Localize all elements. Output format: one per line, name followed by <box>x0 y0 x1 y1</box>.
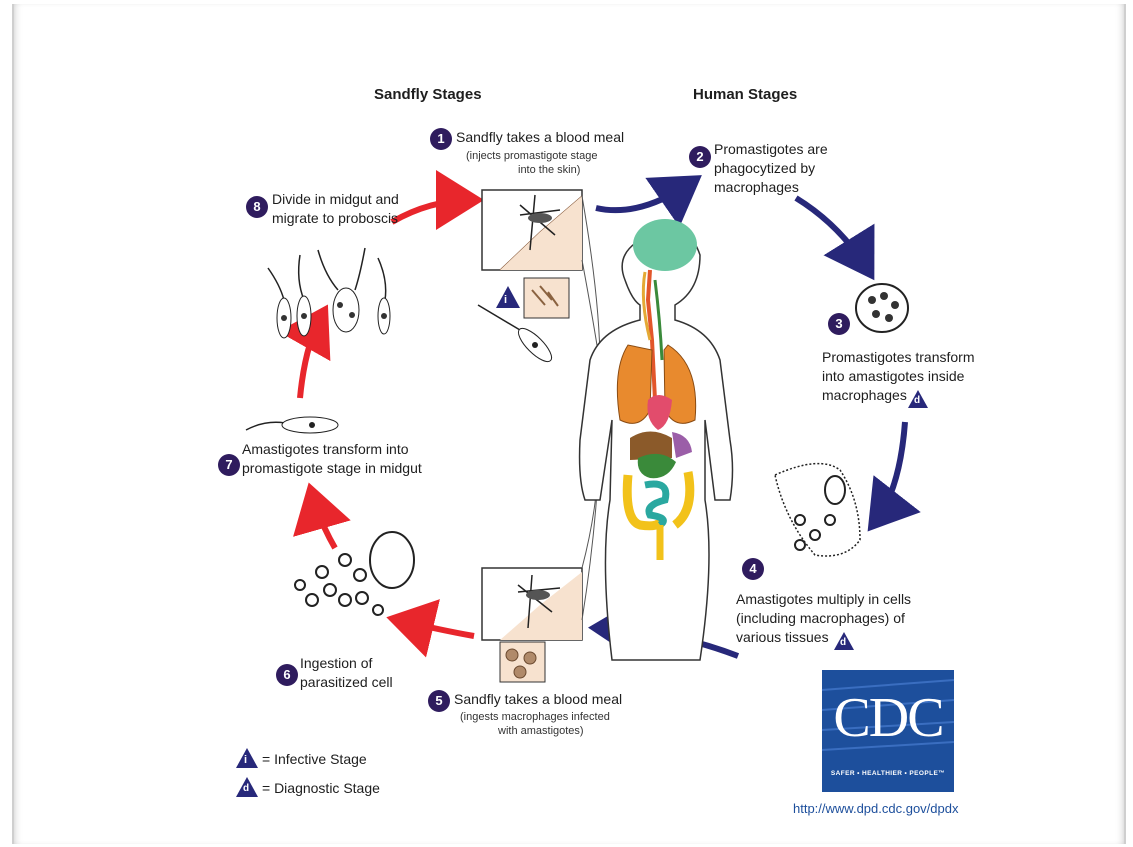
step-7-badge: 7 <box>218 454 240 476</box>
sandfly-stages-header: Sandfly Stages <box>374 86 482 103</box>
step-2-line1: Promastigotes are <box>714 140 828 158</box>
step-5-badge: 5 <box>428 690 450 712</box>
step-5-sub2: with amastigotes) <box>498 725 584 738</box>
arrow-6-to-7 <box>312 494 335 548</box>
human-body-illustration <box>580 219 733 660</box>
sandfly-feeding-box-top <box>482 190 582 318</box>
step-4-line2: (including macrophages) of <box>736 609 905 627</box>
step-8-line2: migrate to proboscis <box>272 209 398 227</box>
step-5-sub1: (ingests macrophages infected <box>460 711 610 724</box>
step-6-line2: parasitized cell <box>300 673 393 691</box>
cdc-logo-tagline: SAFER • HEALTHIER • PEOPLE™ <box>822 770 954 777</box>
arrow-2-to-3 <box>796 198 868 270</box>
cdc-dpdx-url[interactable]: http://www.dpd.cdc.gov/dpdx <box>793 800 958 818</box>
step-6-line1: Ingestion of <box>300 654 372 672</box>
promastigote-elongated <box>246 417 338 433</box>
legend-infective-letter: i <box>244 754 247 766</box>
sandfly-feeding-box-bottom <box>482 568 582 682</box>
tissue-cells-amastigotes <box>775 464 860 556</box>
step-8-line1: Divide in midgut and <box>272 190 399 208</box>
step-4-badge: 4 <box>742 558 764 580</box>
macrophage-with-amastigotes <box>856 284 908 332</box>
step-4-line1: Amastigotes multiply in cells <box>736 590 911 608</box>
arrow-5-to-6 <box>398 620 474 636</box>
arrow-8-to-1 <box>392 200 472 222</box>
arrow-1-to-2 <box>596 182 692 210</box>
step-8-badge: 8 <box>246 196 268 218</box>
step-4-line3: various tissues <box>736 628 829 646</box>
step-1-sub2: into the skin) <box>518 164 580 177</box>
infective-stage-marker <box>496 286 520 308</box>
step-3-line1: Promastigotes transform <box>822 348 975 366</box>
step-2-line3: macrophages <box>714 178 799 196</box>
step-3-line3: macrophages <box>822 386 907 404</box>
step-3-badge: 3 <box>828 313 850 335</box>
legend-diagnostic-letter: d <box>243 783 249 794</box>
legend-diagnostic-label: = Diagnostic Stage <box>262 779 380 797</box>
step-1-sub1: (injects promastigote stage <box>466 150 597 163</box>
step-7-line2: promastigote stage in midgut <box>242 459 422 477</box>
step-7-line1: Amastigotes transform into <box>242 440 409 458</box>
diagnostic-marker-4-letter: d <box>840 637 846 648</box>
step-1-title: Sandfly takes a blood meal <box>456 128 624 146</box>
step-3-line2: into amastigotes inside <box>822 367 964 385</box>
infective-marker-letter: i <box>504 294 507 306</box>
step-1-badge: 1 <box>430 128 452 150</box>
diagnostic-marker-3-letter: d <box>914 395 920 406</box>
legend-infective-label: = Infective Stage <box>262 750 367 768</box>
cdc-logo-letters: CDC <box>822 680 954 756</box>
human-stages-header: Human Stages <box>693 86 797 103</box>
step-2-line2: phagocytized by <box>714 159 815 177</box>
step-2-badge: 2 <box>689 146 711 168</box>
step-6-badge: 6 <box>276 664 298 686</box>
parasitized-cells-cluster <box>295 532 414 615</box>
promastigotes-dividing <box>268 248 390 338</box>
arrow-3-to-4 <box>875 422 905 522</box>
step-5-title: Sandfly takes a blood meal <box>454 690 622 708</box>
